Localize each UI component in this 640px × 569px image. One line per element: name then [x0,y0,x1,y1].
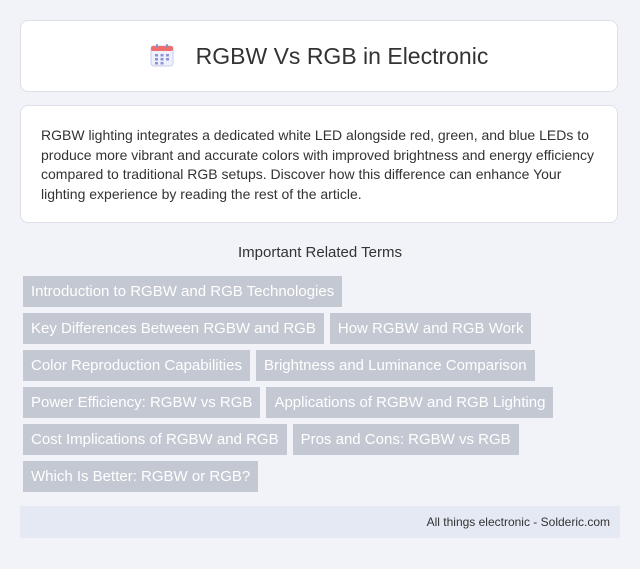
intro-text: RGBW lighting integrates a dedicated whi… [41,127,595,202]
terms-row: Introduction to RGBW and RGB Technologie… [23,276,603,307]
terms-row: Cost Implications of RGBW and RGB Pros a… [23,424,603,455]
term-tag[interactable]: Which Is Better: RGBW or RGB? [23,461,259,492]
footer-text: All things electronic - Solderic.com [426,515,610,529]
term-tag[interactable]: How RGBW and RGB Work [329,313,532,344]
term-tag[interactable]: Power Efficiency: RGBW vs RGB [23,387,261,418]
term-tag[interactable]: Introduction to RGBW and RGB Technologie… [23,276,343,307]
terms-row: Color Reproduction Capabilities Brightne… [23,350,603,381]
footer: All things electronic - Solderic.com [20,506,620,538]
term-tag[interactable]: Applications of RGBW and RGB Lighting [266,387,554,418]
related-terms-list: Introduction to RGBW and RGB Technologie… [23,276,603,498]
terms-row: Power Efficiency: RGBW vs RGB Applicatio… [23,387,603,418]
term-tag[interactable]: Cost Implications of RGBW and RGB [23,424,287,455]
calendar-icon [150,44,174,67]
term-tag[interactable]: Key Differences Between RGBW and RGB [23,313,324,344]
terms-row: Key Differences Between RGBW and RGB How… [23,313,603,344]
header-card: RGBW Vs RGB in Electronic [20,20,618,92]
term-tag[interactable]: Brightness and Luminance Comparison [255,350,535,381]
term-tag[interactable]: Color Reproduction Capabilities [23,350,250,381]
terms-heading: Important Related Terms [238,244,402,261]
intro-card: RGBW lighting integrates a dedicated whi… [20,105,618,223]
page-title: RGBW Vs RGB in Electronic [195,42,489,69]
terms-row: Which Is Better: RGBW or RGB? [23,461,603,492]
term-tag[interactable]: Pros and Cons: RGBW vs RGB [292,424,519,455]
